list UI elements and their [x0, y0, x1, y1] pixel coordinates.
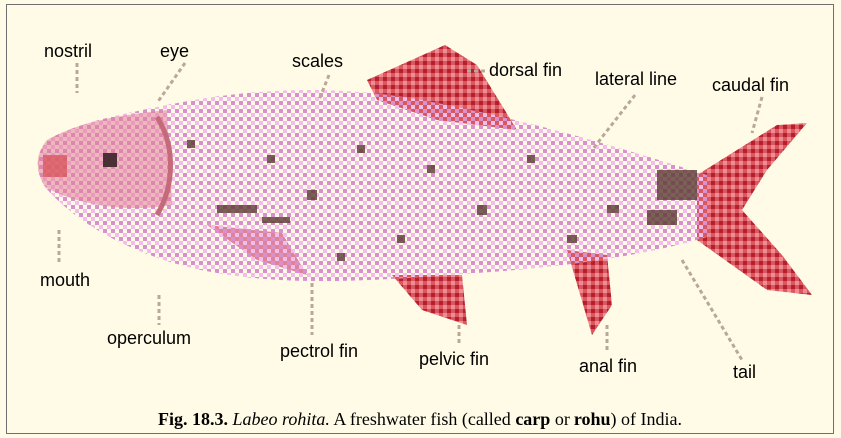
label-eye: eye [160, 41, 189, 61]
label-mouth: mouth [40, 270, 90, 290]
eye-mark [103, 153, 117, 167]
fish-illustration [7, 5, 835, 435]
mouth-mark [43, 155, 67, 177]
label-anal-fin: anal fin [579, 356, 637, 376]
caption-text-2: or [555, 409, 570, 429]
caption-term-rohu: rohu [574, 409, 611, 429]
label-pectrol-fin: pectrol fin [280, 341, 358, 361]
label-operculum: operculum [107, 328, 191, 348]
caption-species: Labeo rohita. [233, 409, 330, 429]
caption-term-carp: carp [515, 409, 550, 429]
figure-frame: nostril eye scales dorsal fin lateral li… [6, 4, 834, 434]
figure-caption: Fig. 18.3. Labeo rohita. A freshwater fi… [7, 408, 833, 430]
label-nostril: nostril [44, 41, 92, 61]
label-tail: tail [733, 362, 756, 382]
caudal-fin-shape [697, 123, 812, 295]
caption-text-3: ) of India. [611, 409, 682, 429]
caption-fig-number: Fig. 18.3. [158, 409, 228, 429]
caption-text-1: A freshwater fish (called [333, 409, 510, 429]
label-caudal-fin: caudal fin [712, 75, 789, 95]
label-lateral-line: lateral line [595, 69, 677, 89]
label-pelvic-fin: pelvic fin [419, 349, 489, 369]
pelvic-fin-shape [392, 275, 467, 325]
label-dorsal-fin: dorsal fin [489, 60, 562, 80]
label-scales: scales [292, 51, 343, 71]
